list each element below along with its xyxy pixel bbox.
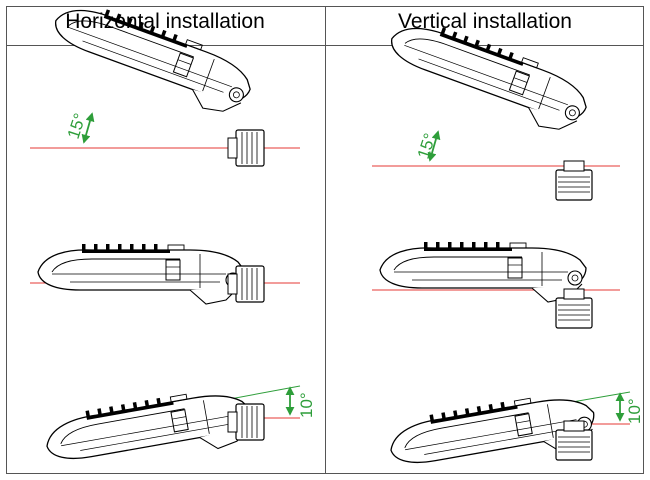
vertical-angle-label-15: 15°	[414, 131, 440, 161]
horizontal-lamp-level	[30, 243, 300, 305]
horizontal-installation-heading: Horizontal installation	[65, 10, 265, 33]
horizontal-angle-label-10: 10°	[297, 392, 316, 418]
vertical-lamp-level	[372, 241, 620, 329]
vertical-lamp-tilt-down: 10°	[385, 386, 644, 480]
vertical-installation-heading: Vertical installation	[398, 10, 572, 33]
vertical-angle-label-10: 10°	[625, 398, 644, 424]
vertical-lamp-tilt-up: 15°	[372, 11, 620, 201]
horizontal-lamp-tilt-down: 10°	[41, 382, 316, 479]
